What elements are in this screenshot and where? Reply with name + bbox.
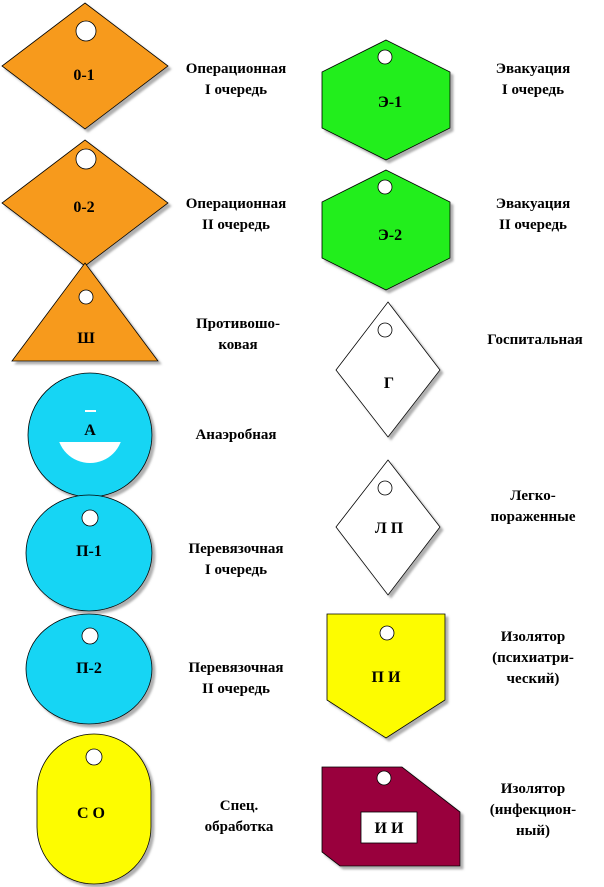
- label-line: Операционная: [185, 61, 287, 77]
- label-light-casualties: Легко- пораженные: [470, 486, 596, 528]
- cyan-circle-shape: [25, 494, 153, 612]
- tag-anaerobic: А: [27, 372, 153, 498]
- tag-code: П-1: [76, 543, 102, 560]
- label-line: (психиатри-: [492, 650, 574, 666]
- tag-isolator-infectious: И И: [321, 766, 461, 867]
- label-line: Эвакуация: [495, 196, 571, 212]
- label-evacuation-2: Эвакуация II очередь: [470, 194, 596, 236]
- yellow-pentagon-shape: [326, 613, 446, 739]
- label-line: Операционная: [185, 196, 287, 212]
- label-line: Изолятор: [500, 629, 566, 645]
- label-dressing-1: Перевязочная I очередь: [168, 539, 304, 581]
- hole-icon: [377, 480, 393, 496]
- tag-code: Ш: [77, 330, 95, 347]
- white-diamond-shape: [335, 459, 441, 596]
- tag-code: П И: [372, 669, 401, 686]
- label-line: Перевязочная: [188, 541, 284, 557]
- orange-triangle-shape: [11, 262, 159, 362]
- hole-icon: [78, 289, 94, 305]
- label-line: Противошо-: [196, 316, 280, 332]
- label-line: ковая: [218, 337, 258, 353]
- label-line: Изолятор: [500, 781, 566, 797]
- hole-icon: [377, 322, 393, 338]
- label-line: Эвакуация: [495, 61, 571, 77]
- label-line: (инфекцион-: [489, 802, 577, 818]
- label-line: I очередь: [204, 562, 268, 578]
- hole-icon: [377, 179, 393, 195]
- tag-code: С О: [77, 805, 105, 822]
- tag-operating-1: 0-1: [1, 2, 169, 130]
- label-dressing-2: Перевязочная II очередь: [168, 658, 304, 700]
- white-label-box: [360, 811, 418, 844]
- label-line: пораженные: [490, 509, 576, 525]
- tag-dressing-1: П-1: [25, 494, 153, 612]
- yellow-stadium-shape: [36, 733, 152, 885]
- label-line: Перевязочная: [188, 660, 284, 676]
- label-line: обработка: [204, 819, 274, 835]
- green-hexagon-shape: [321, 39, 451, 161]
- tag-code: 0-1: [73, 67, 94, 84]
- label-operating-2: Операционная II очередь: [168, 194, 304, 236]
- tag-evacuation-2: Э-2: [321, 169, 451, 291]
- label-line: II очередь: [202, 217, 270, 233]
- label-line: I очередь: [204, 82, 268, 98]
- white-diamond-shape: [335, 301, 441, 438]
- tag-code: Э-1: [378, 94, 402, 111]
- label-line: ческий): [506, 671, 560, 687]
- label-operating-1: Операционная I очередь: [168, 59, 304, 101]
- tag-code: И И: [375, 820, 404, 837]
- label-evacuation-1: Эвакуация I очередь: [470, 59, 596, 101]
- label-line: ный): [516, 823, 550, 839]
- tag-code: Г: [384, 375, 394, 392]
- label-line: Анаэробная: [195, 427, 277, 443]
- label-hospital: Госпитальная: [470, 330, 600, 351]
- orange-diamond-shape: [1, 2, 169, 130]
- tag-code: Л П: [375, 520, 404, 537]
- hole-icon: [81, 627, 99, 645]
- tag-antishock: Ш: [11, 262, 159, 362]
- hole-icon: [81, 509, 99, 527]
- tag-hospital: Г: [335, 301, 441, 438]
- tag-code: П-2: [76, 660, 102, 677]
- tag-code: А: [84, 422, 96, 439]
- tag-special-processing: С О: [36, 733, 152, 885]
- tag-code: Э-2: [378, 227, 402, 244]
- label-line: Легко-: [510, 488, 556, 504]
- hole-icon: [376, 770, 392, 786]
- hole-icon: [85, 748, 103, 766]
- label-anaerobic: Анаэробная: [168, 425, 304, 446]
- hole-icon: [379, 625, 395, 641]
- label-line: Госпитальная: [487, 332, 583, 348]
- label-special-processing: Спец. обработка: [180, 796, 298, 838]
- tag-operating-2: 0-2: [1, 139, 169, 267]
- hole-icon: [75, 148, 97, 170]
- label-isolator-psychiatric: Изолятор (психиатри- ческий): [470, 627, 596, 690]
- label-line: I очередь: [501, 82, 565, 98]
- tag-isolator-psychiatric: П И: [326, 613, 446, 739]
- cyan-circle-shape: [25, 613, 153, 725]
- label-line: Спец.: [219, 798, 259, 814]
- label-isolator-infectious: Изолятор (инфекцион- ный): [470, 779, 596, 842]
- green-hexagon-shape: [321, 169, 451, 291]
- hole-icon: [377, 49, 393, 65]
- tag-code: 0-2: [73, 199, 94, 216]
- hole-icon: [75, 20, 97, 42]
- tag-light-casualties: Л П: [335, 459, 441, 596]
- label-line: II очередь: [202, 681, 270, 697]
- label-line: II очередь: [499, 217, 567, 233]
- cyan-cover: [50, 390, 130, 442]
- tag-evacuation-1: Э-1: [321, 39, 451, 161]
- tag-dressing-2: П-2: [25, 613, 153, 725]
- label-antishock: Противошо- ковая: [170, 314, 306, 356]
